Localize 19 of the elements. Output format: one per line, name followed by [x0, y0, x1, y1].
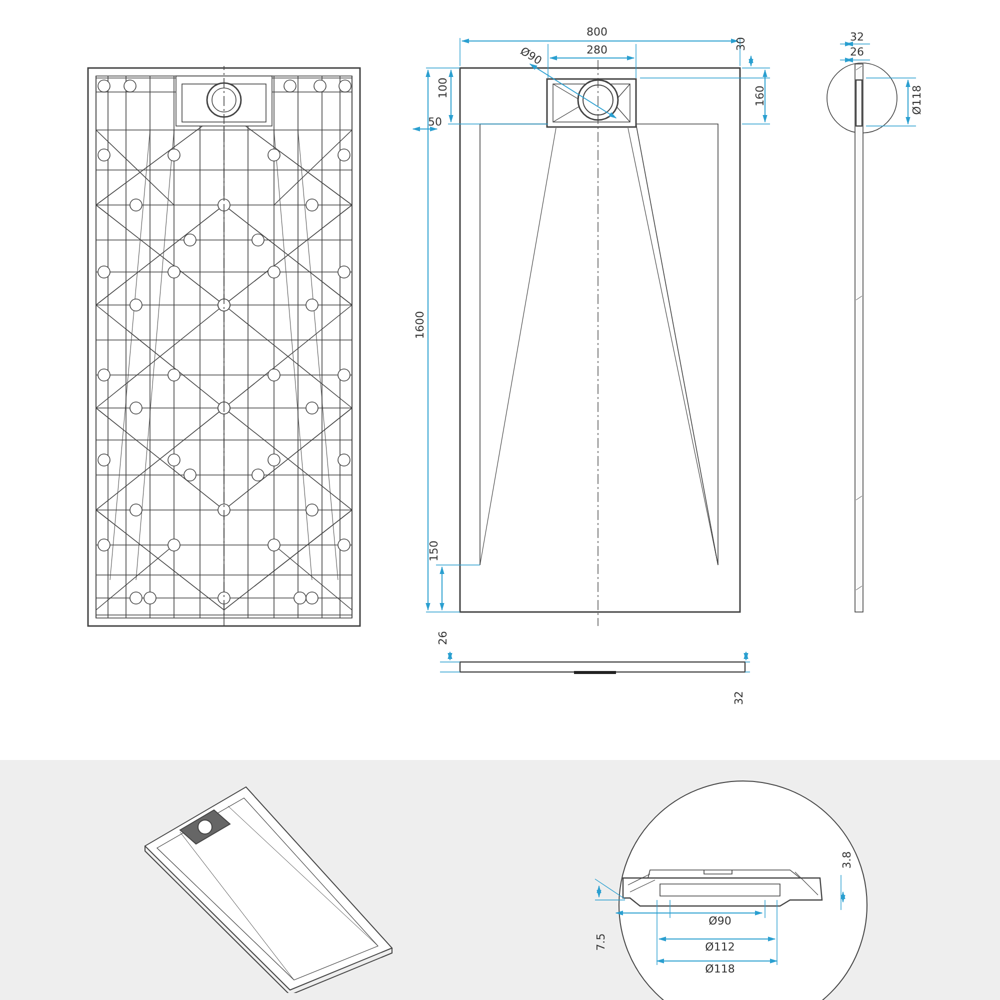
dimension-label: 280: [586, 44, 608, 56]
dimension-label: Ø90: [518, 45, 544, 67]
dimension-label: 160: [754, 86, 766, 106]
dimension-label: 32: [734, 691, 744, 705]
dimension-label: 32: [850, 32, 864, 42]
dimension-label: 50: [428, 116, 442, 128]
dimension-label: 800: [586, 26, 608, 38]
dimension-label: Ø118: [705, 964, 735, 974]
dimension-label: 7.5: [596, 933, 606, 951]
dimension-label: 26: [438, 631, 448, 645]
dimension-label: Ø112: [705, 942, 735, 952]
dimension-label: 1600: [414, 311, 426, 339]
dimension-label: Ø90: [708, 916, 732, 926]
dimension-label: 30: [736, 37, 746, 51]
dimension-label: 26: [850, 46, 864, 58]
dimension-label: 100: [438, 78, 448, 98]
dimension-label: Ø118: [912, 85, 922, 115]
dimension-label: 3.8: [842, 851, 852, 869]
dimension-label: 150: [428, 540, 440, 562]
